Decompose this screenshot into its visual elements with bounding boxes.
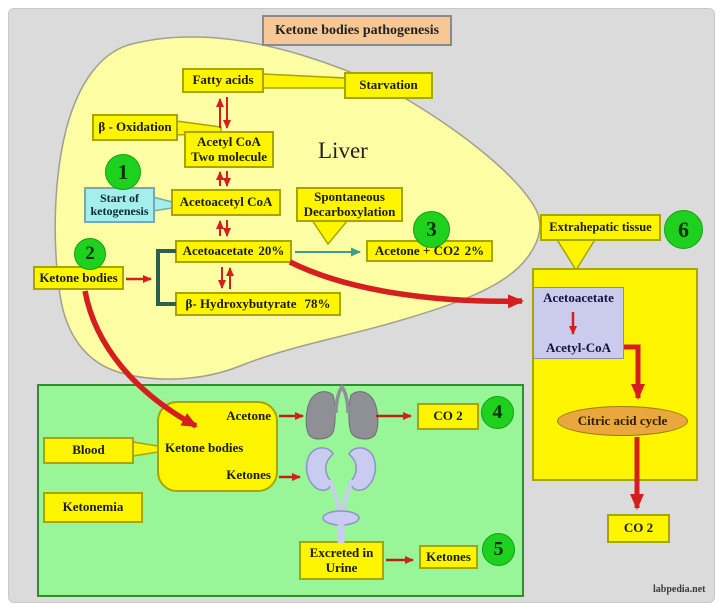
blood-box: Blood bbox=[43, 437, 134, 464]
beta-oxidation-box: β - Oxidation bbox=[92, 114, 178, 141]
ketonemia-box: Ketonemia bbox=[43, 492, 143, 523]
ketones-excreted-box: Ketones bbox=[419, 545, 478, 569]
ketones-label: Ketones bbox=[226, 466, 271, 482]
lungs-icon bbox=[305, 384, 379, 440]
spontaneous-decarboxylation-box: Spontaneous Decarboxylation bbox=[296, 187, 403, 222]
step-badge-2: 2 bbox=[74, 238, 106, 270]
extrahepatic-acetoacetate-label: Acetoacetate bbox=[543, 290, 614, 305]
acetyl-coa-box: Acetyl CoA Two molecule bbox=[184, 131, 274, 168]
diagram-title: Ketone bodies pathogenesis bbox=[262, 15, 452, 46]
extrahepatic-conversion-box: Acetoacetate Acetyl-CoA bbox=[533, 287, 624, 359]
step-badge-5: 5 bbox=[482, 533, 515, 566]
citric-acid-cycle-ellipse: Citric acid cycle bbox=[557, 406, 688, 436]
ketone-bodies-bracket bbox=[156, 249, 176, 306]
acetoacetate-to-extrahepatic-arrow bbox=[288, 259, 524, 309]
step-badge-4: 4 bbox=[481, 396, 514, 429]
co2-extrahepatic-box: CO 2 bbox=[607, 514, 670, 543]
ketone-bodies-liver-box: Ketone bodies bbox=[33, 266, 124, 290]
acetone-label: Acetone bbox=[226, 408, 271, 423]
fatty-acetyl-double-arrow bbox=[216, 97, 231, 129]
acetone-co2-box: Acetone + CO2 2% bbox=[366, 240, 493, 262]
ketone-bodies-blood-label: Ketone bodies bbox=[165, 440, 244, 455]
watermark: labpedia.net bbox=[653, 584, 706, 595]
starvation-box: Starvation bbox=[344, 72, 433, 99]
acetyl-acetoacetyl-double-arrow bbox=[216, 171, 231, 187]
kidneys-icon bbox=[305, 447, 377, 543]
step-badge-6: 6 bbox=[664, 210, 703, 249]
acetylcoa-to-citric-arrow bbox=[624, 344, 645, 400]
acetoacetyl-acetoacetate-double-arrow bbox=[216, 220, 231, 237]
acetoacetyl-coa-box: Acetoacetyl CoA bbox=[171, 189, 281, 216]
fatty-acids-box: Fatty acids bbox=[182, 68, 264, 93]
extrahepatic-acetyl-coa-label: Acetyl-CoA bbox=[546, 339, 611, 355]
excreted-in-urine-box: Excreted in Urine bbox=[299, 541, 384, 580]
diagram-title-label: Ketone bodies pathogenesis bbox=[274, 22, 440, 38]
co2-blood-box: CO 2 bbox=[417, 403, 479, 430]
step-badge-1: 1 bbox=[105, 154, 141, 190]
acetoacetate-bhb-double-arrow bbox=[218, 267, 234, 289]
ketone-bodies-to-blood-arrow bbox=[82, 290, 198, 429]
liver-region-label: Liver bbox=[318, 138, 368, 163]
extrahepatic-tissue-label-box: Extrahepatic tissue bbox=[540, 214, 661, 241]
step-badge-3: 3 bbox=[413, 211, 450, 248]
beta-hydroxybutyrate-box: β- Hydroxybutyrate 78% bbox=[175, 292, 341, 316]
